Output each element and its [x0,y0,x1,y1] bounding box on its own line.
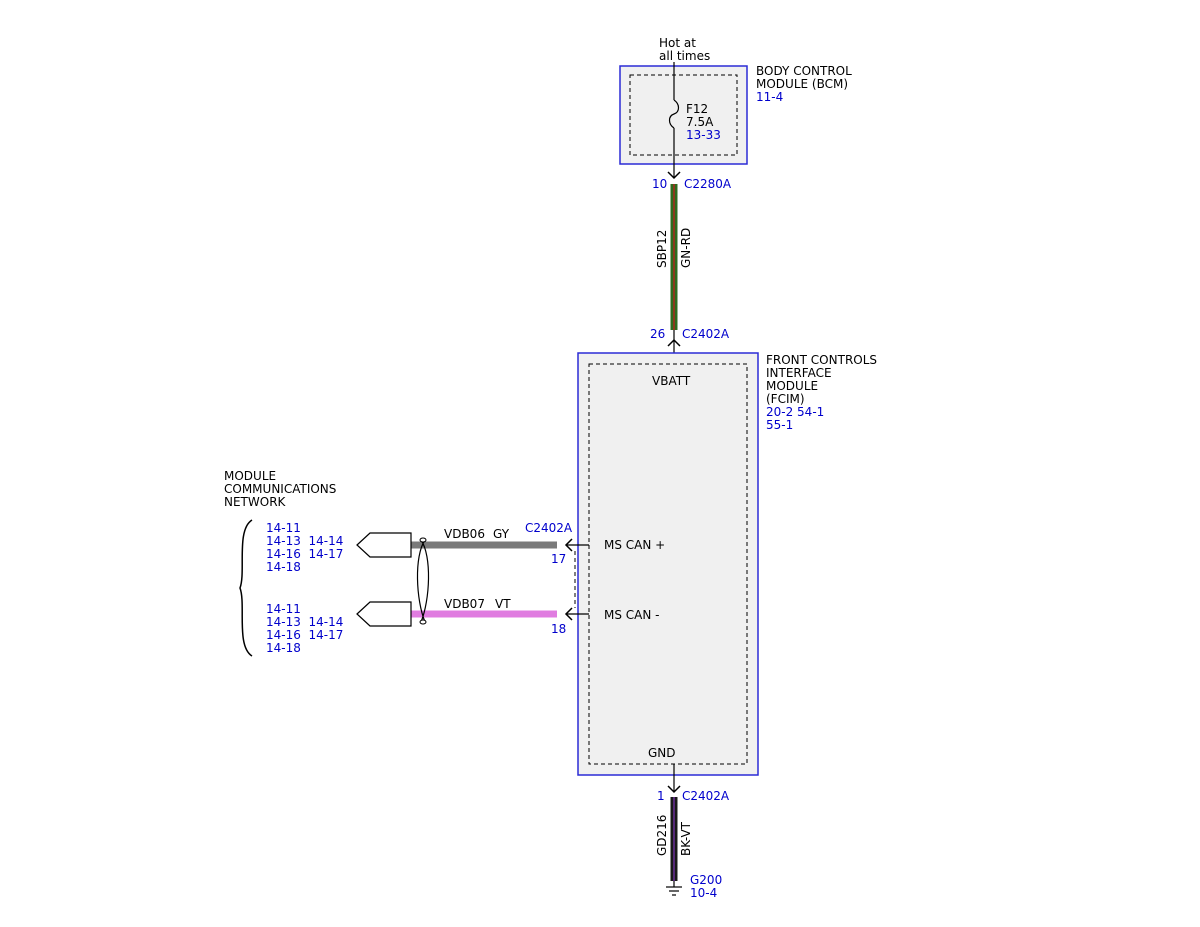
fcim-module-inner-box [588,363,748,765]
network-ref-top-2: 14-13 14-14 [266,534,343,548]
network-ref-top-1: 14-11 [266,521,301,535]
bcm-module-ref: 11-4 [756,90,783,104]
wire-gd216-color: BK-VT [679,821,693,856]
power-source-label-line2: all times [659,49,710,63]
connector-c2280a-pin: 10 [652,177,667,191]
wire-vdb06-color: GY [493,527,510,541]
fcim-module-ref-line1: 20-2 54-1 [766,405,824,419]
fcim-module-name-line2: INTERFACE [766,366,832,380]
bcm-module-box [619,65,748,165]
network-label-line1: MODULE [224,469,276,483]
connector-c2280a-chevron [667,171,681,180]
power-source-label-line1: Hot at [659,36,696,50]
fcim-module-name-line3: MODULE [766,379,818,393]
network-ref-bottom-4: 14-18 [266,641,301,655]
twisted-pair-bottom-cap [419,619,427,625]
ground-ref: 10-4 [690,886,717,900]
connector-c2402a-vbatt-label: C2402A [682,327,730,341]
bcm-module-name-line1: BODY CONTROL [756,64,852,78]
connector-c2402a-pin18: 18 [551,622,566,636]
ground-id: G200 [690,873,722,887]
bcm-module-inner-box [629,74,738,156]
network-ref-bottom-2: 14-13 14-14 [266,615,343,629]
wire-vdb07 [411,610,557,618]
wire-vdb06 [411,541,557,549]
twisted-pair-top-cap [419,537,427,543]
network-ref-bottom-3: 14-16 14-17 [266,628,343,642]
fcim-module-name-line4: (FCIM) [766,392,805,406]
bcm-module-name-line2: MODULE (BCM) [756,77,848,91]
fcim-module-ref-line2: 55-1 [766,418,793,432]
fcim-vbatt-pin-label: VBATT [652,374,691,388]
network-connector-top [356,532,412,558]
fuse-f12-ref: 13-33 [686,128,721,142]
connector-c2402a-pin18-chevron [564,607,573,621]
fcim-ms-can-minus-label: MS CAN - [604,608,660,622]
network-label-line3: NETWORK [224,495,287,509]
network-ref-top-4: 14-18 [266,560,301,574]
twisted-pair-symbol [416,539,430,623]
wire-vdb06-circuit: VDB06 [444,527,485,541]
connector-c2402a-gnd-label: C2402A [682,789,730,803]
connector-c2402a-gnd-chevron [667,785,681,794]
wire-sbp12-color: GN-RD [679,228,693,268]
fcim-gnd-pin-label: GND [648,746,676,760]
network-connector-bottom [356,601,412,627]
fcim-module-name-line1: FRONT CONTROLS [766,353,877,367]
network-label-line2: COMMUNICATIONS [224,482,336,496]
network-ref-top-3: 14-16 14-17 [266,547,343,561]
connector-c2402a-pin17: 17 [551,552,566,566]
fuse-f12-symbol [668,99,680,129]
connector-c2280a-label: C2280A [684,177,732,191]
wire-gd216-circuit: GD216 [655,815,669,856]
connector-c2402a-vbatt-pin: 26 [650,327,665,341]
wire-sbp12-circuit: SBP12 [655,230,669,268]
ground-icon [666,886,682,896]
connector-c2402a-can-label: C2402A [525,521,573,535]
fcim-ms-can-plus-label: MS CAN + [604,538,665,552]
connector-c2402a-pin17-chevron [564,538,573,552]
fuse-f12-id: F12 [686,102,708,116]
network-brace [239,519,253,657]
wire-vdb07-circuit: VDB07 [444,597,485,611]
network-ref-bottom-1: 14-11 [266,602,301,616]
fuse-f12-rating: 7.5A [686,115,714,129]
fcim-module-box [577,352,759,776]
connector-c2402a-gnd-pin: 1 [657,789,665,803]
wire-vdb07-color: VT [495,597,511,611]
